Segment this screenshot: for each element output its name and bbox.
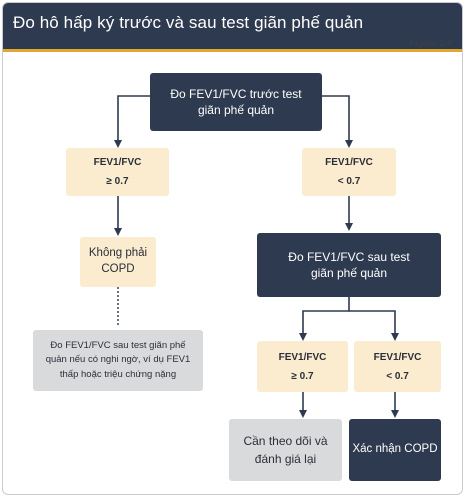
- figure-header: Đo hô hấp ký trước và sau test giãn phế …: [3, 3, 462, 52]
- post-lt-value: < 0.7: [386, 370, 409, 382]
- left-condition-value: ≥ 0.7: [106, 176, 129, 187]
- node-follow-up: Cần theo dõi và đánh giá lại: [229, 419, 342, 481]
- arrow-top-to-right: [322, 95, 353, 148]
- arrow-top-to-left: [114, 95, 150, 148]
- post-ge-label: FEV1/FVC: [278, 351, 327, 363]
- node-not-copd: Không phải COPD: [80, 237, 156, 287]
- right-condition-value: < 0.7: [337, 176, 361, 187]
- node-confirm-copd: Xác nhận COPD: [349, 419, 441, 481]
- node-pre-bronchodilator: Đo FEV1/FVC trước test giãn phế quản: [150, 73, 322, 131]
- node-right-condition: FEV1/FVC < 0.7: [302, 148, 396, 196]
- node-post-ge: FEV1/FVC ≥ 0.7: [257, 341, 348, 392]
- arrow-post-to-ge: [299, 297, 350, 341]
- node-left-condition: FEV1/FVC ≥ 0.7: [66, 148, 169, 196]
- post-lt-label: FEV1/FVC: [373, 351, 422, 363]
- figure-number: Figure 2.6: [409, 38, 452, 48]
- post-ge-value: ≥ 0.7: [291, 370, 314, 382]
- node-post-bronchodilator: Đo FEV1/FVC sau test giãn phế quản: [257, 233, 441, 297]
- node-post-lt: FEV1/FVC < 0.7: [354, 341, 441, 392]
- node-consider-post-test: Đo FEV1/FVC sau test giãn phế quản nếu c…: [33, 330, 203, 391]
- left-condition-label: FEV1/FVC: [93, 157, 142, 168]
- right-condition-label: FEV1/FVC: [325, 157, 373, 168]
- figure-title: Đo hô hấp ký trước và sau test giãn phế …: [13, 13, 364, 32]
- arrow-post-to-lt: [349, 310, 399, 341]
